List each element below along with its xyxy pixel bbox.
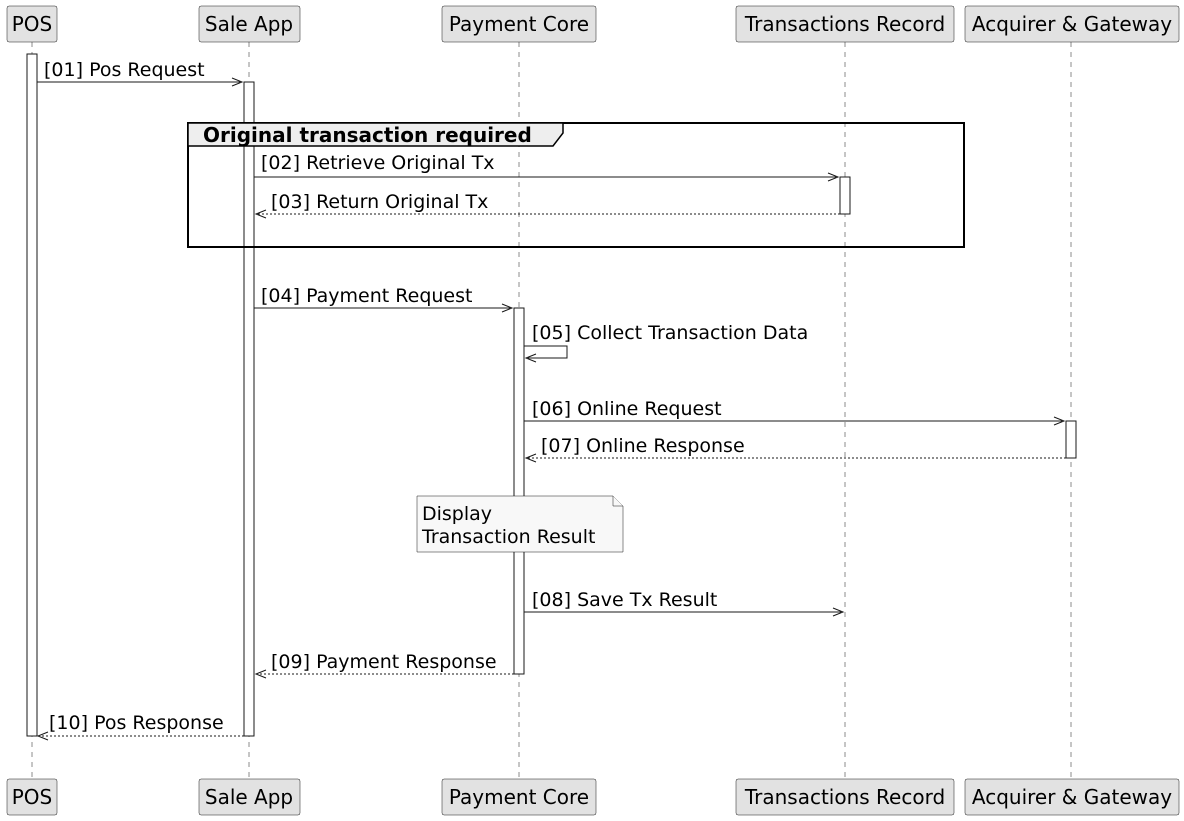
svg-text:[05] Collect Transaction Data: [05] Collect Transaction Data [532, 322, 808, 344]
message-07: [07] Online Response [524, 435, 1066, 463]
participant-payment-core-top: Payment Core [441, 5, 597, 43]
svg-text:Display: Display [422, 503, 492, 525]
participant-label: Transactions Record [744, 785, 945, 809]
message-09: [09] Payment Response [254, 651, 514, 679]
group-original-transaction: Original transaction required [187, 122, 965, 248]
participant-label: Payment Core [449, 785, 589, 809]
svg-text:Transaction Result: Transaction Result [421, 526, 595, 548]
svg-text:[02] Retrieve Original Tx: [02] Retrieve Original Tx [261, 152, 495, 174]
participant-payment-core-bottom: Payment Core [441, 778, 597, 816]
activation-pos [26, 53, 38, 737]
participant-label: Transactions Record [744, 12, 945, 36]
participant-label: Sale App [205, 785, 293, 809]
participant-transactions-record-bottom: Transactions Record [735, 778, 955, 816]
participant-label: POS [12, 785, 53, 809]
activation-sale-app [243, 81, 255, 737]
message-10: [10] Pos Response [36, 712, 244, 741]
svg-text:[08] Save Tx Result: [08] Save Tx Result [532, 589, 717, 611]
participant-transactions-record-top: Transactions Record [735, 5, 955, 43]
participant-acquirer-gateway-top: Acquirer & Gateway [964, 5, 1180, 43]
message-03: [03] Return Original Tx [254, 191, 840, 219]
svg-text:[04] Payment Request: [04] Payment Request [261, 285, 472, 307]
participant-sale-app-bottom: Sale App [198, 778, 301, 816]
svg-text:[10] Pos Response: [10] Pos Response [49, 712, 224, 734]
svg-text:[07] Online Response: [07] Online Response [541, 435, 745, 457]
message-05-self: [05] Collect Transaction Data [524, 322, 808, 363]
svg-text:[03] Return Original Tx: [03] Return Original Tx [271, 191, 488, 213]
participant-pos-bottom: POS [6, 778, 58, 816]
participant-label: Payment Core [449, 12, 589, 36]
participant-pos-top: POS [6, 5, 58, 43]
message-02: [02] Retrieve Original Tx [254, 152, 840, 182]
message-06: [06] Online Request [524, 398, 1066, 426]
group-label: Original transaction required [203, 123, 532, 147]
participant-label: Sale App [205, 12, 293, 36]
svg-text:[06] Online Request: [06] Online Request [532, 398, 722, 420]
note-display-result: Display Transaction Result [416, 495, 624, 553]
participant-acquirer-gateway-bottom: Acquirer & Gateway [964, 778, 1180, 816]
svg-text:[01] Pos Request: [01] Pos Request [44, 59, 205, 81]
participant-sale-app-top: Sale App [198, 5, 301, 43]
activation-transactions-record [839, 176, 851, 215]
message-08: [08] Save Tx Result [524, 589, 845, 617]
activation-acquirer-gateway [1065, 420, 1077, 459]
participant-label: POS [12, 12, 53, 36]
message-04: [04] Payment Request [254, 285, 514, 313]
participant-label: Acquirer & Gateway [972, 12, 1172, 36]
activation-payment-core [513, 307, 525, 675]
message-01: [01] Pos Request [37, 59, 244, 87]
svg-text:[09] Payment Response: [09] Payment Response [271, 651, 497, 673]
participant-label: Acquirer & Gateway [972, 785, 1172, 809]
